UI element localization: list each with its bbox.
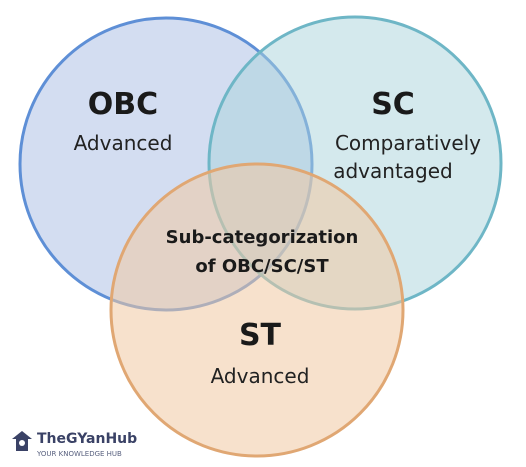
sc-subtitle-line1: Comparatively	[335, 131, 481, 155]
st-title: ST	[239, 318, 282, 353]
brand-icon	[12, 431, 32, 451]
obc-subtitle: Advanced	[74, 131, 173, 155]
obc-title: OBC	[88, 87, 158, 122]
center-label-line2: of OBC/SC/ST	[195, 256, 329, 277]
brand-tagline: YOUR KNOWLEDGE HUB	[36, 450, 122, 458]
center-label-line1: Sub-categorization	[166, 227, 359, 248]
st-subtitle: Advanced	[211, 364, 310, 388]
sc-title: SC	[371, 87, 415, 122]
circle-st	[109, 162, 405, 458]
brand-logo: TheGYanHub YOUR KNOWLEDGE HUB	[12, 431, 137, 458]
sc-subtitle-line2: advantaged	[333, 159, 453, 183]
brand-name: TheGYanHub	[37, 431, 137, 447]
